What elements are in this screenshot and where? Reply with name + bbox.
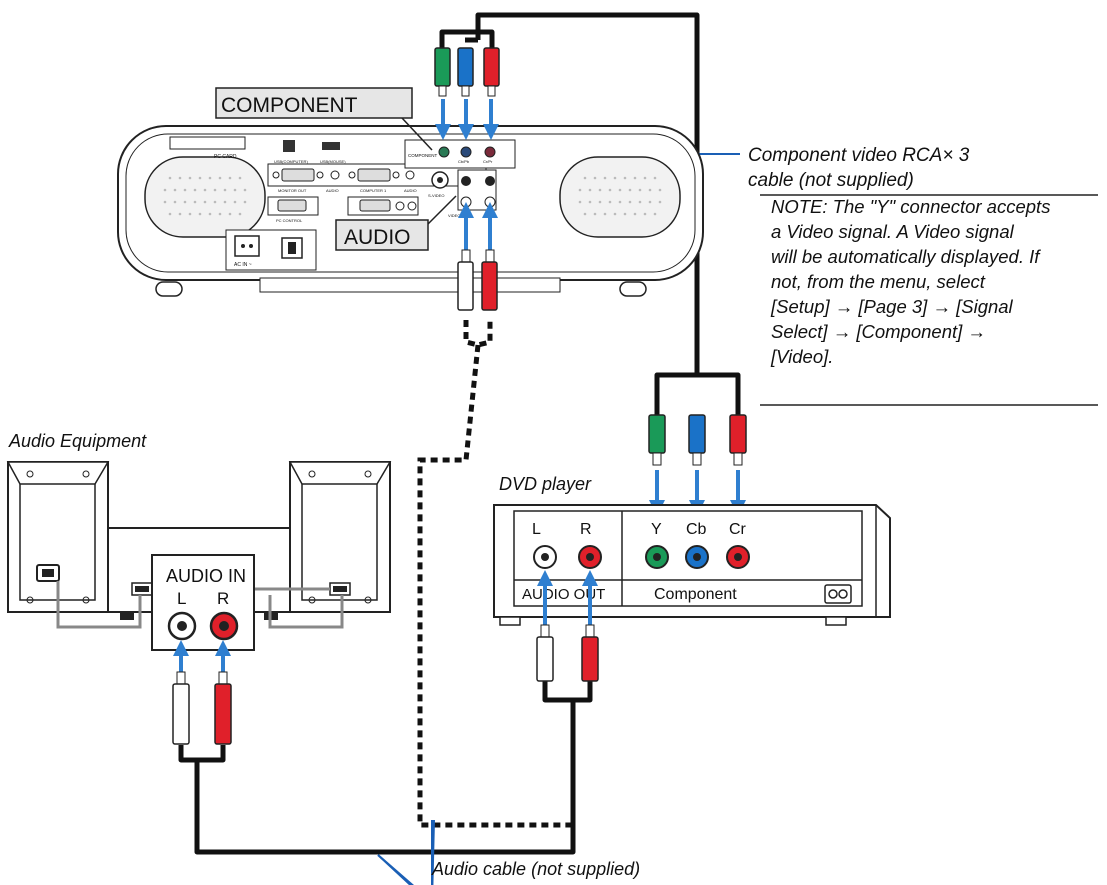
- audio-in-r-label: R: [217, 589, 229, 608]
- monitor-out-port: [281, 168, 315, 182]
- audio-cable-solid: [178, 680, 593, 855]
- projector-component-plugs: [434, 47, 500, 97]
- dvd-l-label: L: [532, 521, 541, 538]
- audio-equipment-label: Audio Equipment: [8, 431, 147, 451]
- computer-2-port: [359, 199, 391, 212]
- pc-control-label: PC CONTROL: [276, 218, 303, 223]
- dvd-cr-label: Cr: [729, 521, 747, 538]
- projector-foot-right: [619, 281, 647, 297]
- dvd-component-label: Component: [654, 586, 737, 603]
- note-box: NOTE: The "Y" connector accepts a Video …: [771, 194, 1093, 369]
- audio-cable-label: Audio cable (not supplied): [431, 859, 640, 879]
- component-callout: COMPONENT: [215, 87, 433, 151]
- projector-component-panel: [404, 139, 516, 169]
- s-video-label: S-VIDEO: [428, 193, 444, 198]
- projector-cr-jack: [484, 146, 496, 158]
- note-line-5: [Setup] → [Page 3] → [Signal: [771, 296, 1013, 317]
- component-cable-label-line1: Component video RCA× 3: [748, 145, 970, 166]
- dvd-audio-plugs: [536, 624, 599, 682]
- pc-card-slot: [169, 136, 246, 150]
- audio-tag: AUDIO: [344, 226, 411, 249]
- projector: PC CARD USB(COMPUTER) USB(MOUSE) MONITOR…: [117, 125, 704, 297]
- projector-audio-label-2: AUDIO: [404, 188, 417, 193]
- ac-in-socket: [234, 235, 260, 257]
- pc-control-port: [277, 199, 307, 212]
- projector-audio-label-1: AUDIO: [326, 188, 339, 193]
- dvd-audio-out-label: AUDIO OUT: [522, 586, 605, 603]
- note-line-4: not, from the menu, select: [771, 271, 985, 292]
- dvd-r-label: R: [580, 521, 592, 538]
- note-line-2: a Video signal. A Video signal: [771, 221, 1014, 242]
- ac-in-label: AC IN ~: [234, 262, 252, 268]
- pc-card-label: PC CARD: [214, 154, 237, 160]
- speaker-grille-left: [144, 156, 266, 238]
- dvd-y-label: Y: [651, 521, 662, 538]
- audio-equipment: AUDIO IN L R: [6, 461, 392, 651]
- audio-equipment-plugs: [172, 671, 232, 745]
- projector-component-label: COMPONENT: [408, 153, 438, 158]
- component-cable-label-line2: cable (not supplied): [748, 170, 914, 191]
- note-line-3: will be automatically displayed. If: [771, 246, 1040, 267]
- audio-in-l-label: L: [177, 589, 186, 608]
- dvd-player: L R Y Cb Cr AUDIO OUT Component: [493, 504, 891, 626]
- projector-foot-left: [155, 281, 183, 297]
- projector-audio-l-jack: [460, 196, 472, 208]
- computer-1-port: [357, 168, 391, 182]
- audio-callout: AUDIO: [335, 195, 457, 251]
- cb-pb-label: Cb/Pb: [458, 159, 470, 164]
- monitor-out-label: MONITOR OUT: [278, 188, 307, 193]
- usb-computer-port: [283, 140, 295, 152]
- projector-cb-jack: [460, 146, 472, 158]
- projector-audio-r-jack: [484, 196, 496, 208]
- audio-out-jack: [330, 170, 340, 180]
- usb-mouse-port: [322, 142, 340, 150]
- note-line-6: Select] → [Component] →: [771, 321, 986, 342]
- note-line-1: NOTE: The "Y" connector accepts: [771, 196, 1051, 217]
- audio-in-panel: [151, 554, 255, 651]
- audio-in-label: AUDIO IN: [166, 566, 246, 586]
- usb-mouse-label: USB(MOUSE): [320, 159, 346, 164]
- projector-y-jack: [438, 146, 450, 158]
- computer-1-label: COMPUTER 1: [360, 188, 387, 193]
- audio-cable-dashed: [417, 320, 573, 828]
- dvd-component-plugs: [648, 414, 747, 466]
- projector-audio-plugs: [457, 249, 498, 311]
- component-tag: COMPONENT: [221, 94, 358, 117]
- cr-pr-label: Cr/Pr: [483, 159, 493, 164]
- video-label: VIDEO: [448, 213, 460, 218]
- note-line-7: [Video].: [771, 346, 834, 367]
- speaker-grille-right: [559, 156, 681, 238]
- dvd-cb-label: Cb: [686, 521, 707, 538]
- dvd-player-label: DVD player: [499, 474, 592, 494]
- usb-computer-label: USB(COMPUTER): [274, 159, 308, 164]
